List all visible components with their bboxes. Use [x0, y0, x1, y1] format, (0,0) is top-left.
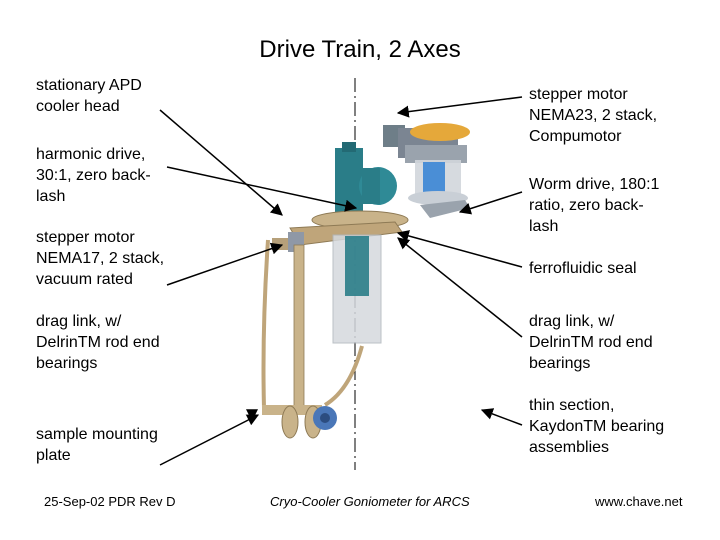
footer-website: www.chave.net — [595, 494, 683, 509]
label-ferrofluidic-seal: ferrofluidic seal — [529, 260, 637, 277]
arrow-worm-drive — [458, 191, 523, 215]
harmonic-drive-drawing — [335, 142, 397, 223]
stepper-motor-nema23-drawing — [383, 123, 470, 218]
label-stepper-nema17: stepper motor NEMA17, 2 stack, vacuum ra… — [36, 229, 165, 288]
footer-project: Cryo-Cooler Goniometer for ARCS — [270, 494, 470, 509]
arrow-drag-link-right — [397, 237, 523, 338]
page-title: Drive Train, 2 Axes — [259, 36, 461, 63]
footer-revision: 25-Sep-02 PDR Rev D — [44, 494, 176, 509]
arrow-ferrofluidic-seal — [396, 230, 523, 268]
label-drag-link-right: drag link, w/ DelrinTM rod end bearings — [529, 313, 653, 372]
label-sample-mounting-plate: sample mounting plate — [36, 426, 158, 464]
arrow-harmonic-drive — [166, 166, 358, 212]
sample-mounting-assembly-drawing — [262, 405, 337, 439]
label-kaydon-bearing: thin section, KaydonTM bearing assemblie… — [529, 397, 665, 456]
label-stepper-nema23: stepper motor NEMA23, 2 stack, Compumoto… — [529, 86, 658, 145]
drag-link-left-drawing — [261, 239, 270, 409]
arrow-stepper-nema17 — [166, 242, 284, 286]
label-drag-link-left: drag link, w/ DelrinTM rod end bearings — [36, 313, 160, 372]
vertical-support-rod — [293, 244, 305, 411]
arrow-apd-cooler-head — [159, 109, 283, 216]
label-apd-cooler-head: stationary APD cooler head — [36, 77, 142, 115]
arrow-kaydon-bearing — [480, 408, 523, 426]
arrow-stepper-nema23 — [396, 96, 523, 118]
label-worm-drive: Worm drive, 180:1 ratio, zero back- lash — [529, 176, 660, 235]
stepper-motor-nema17-drawing — [332, 234, 382, 344]
drag-link-right-drawing — [323, 345, 364, 407]
arrow-sample-plate — [159, 414, 260, 466]
label-harmonic-drive: harmonic drive, 30:1, zero back- lash — [36, 146, 151, 205]
